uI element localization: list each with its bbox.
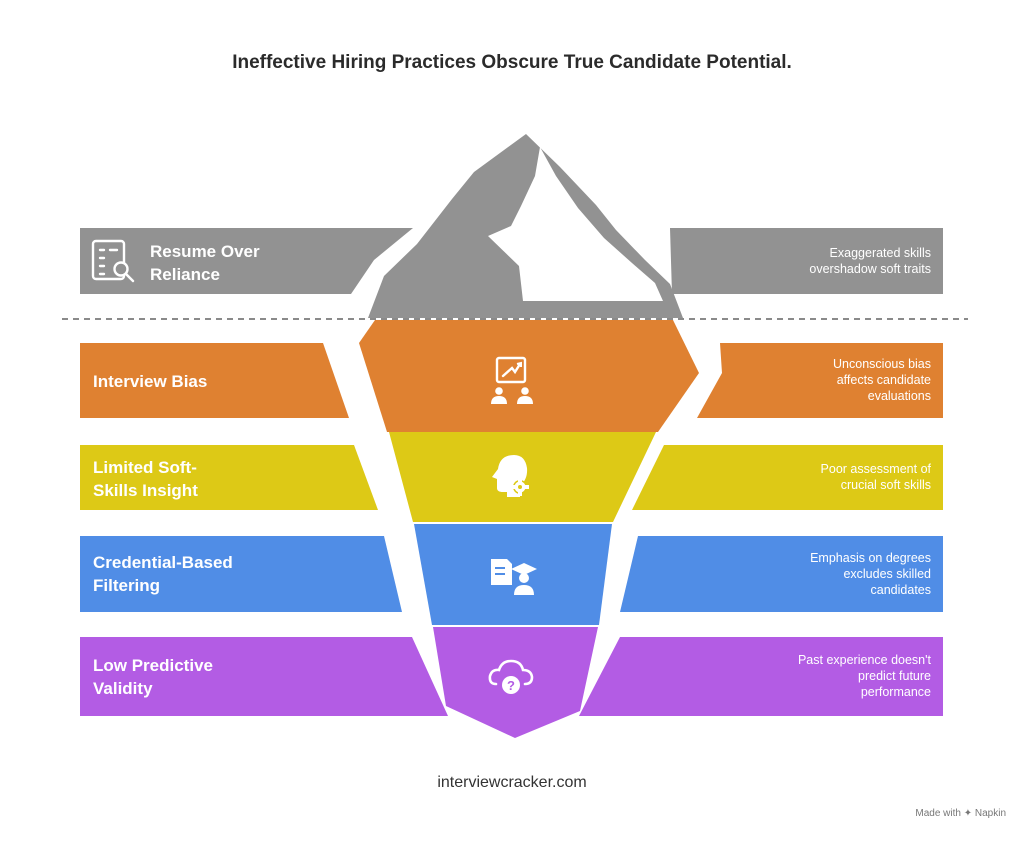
head-gear-icon bbox=[492, 455, 529, 497]
band-credential-left bbox=[80, 536, 402, 612]
svg-text:?: ? bbox=[507, 678, 515, 693]
band-skills-right bbox=[632, 445, 943, 510]
band-resume-left bbox=[80, 228, 413, 294]
graduate-document-icon bbox=[491, 559, 537, 595]
band-validity-right bbox=[579, 637, 943, 716]
resume-search-icon bbox=[91, 239, 135, 283]
band-credential-center bbox=[414, 524, 612, 625]
band-interview-right bbox=[697, 343, 943, 418]
label-limited-soft-skills: Limited Soft-Skills Insight bbox=[93, 458, 198, 500]
label-interview-bias: Interview Bias bbox=[93, 372, 208, 391]
diagram-title: Ineffective Hiring Practices Obscure Tru… bbox=[232, 52, 792, 73]
band-credential-right bbox=[620, 536, 943, 612]
napkin-attribution: Made with ✦ Napkin bbox=[915, 808, 1006, 819]
band-skills-left bbox=[80, 445, 378, 510]
cloud-question-icon: ? bbox=[488, 659, 534, 694]
band-interview-center bbox=[359, 320, 699, 432]
band-validity-left bbox=[80, 637, 448, 716]
band-interview-left bbox=[80, 343, 349, 418]
iceberg-snow bbox=[488, 147, 663, 301]
footer-website[interactable]: interviewcracker.com bbox=[437, 774, 587, 791]
presentation-people-icon bbox=[491, 356, 533, 404]
band-resume-right bbox=[670, 228, 943, 294]
